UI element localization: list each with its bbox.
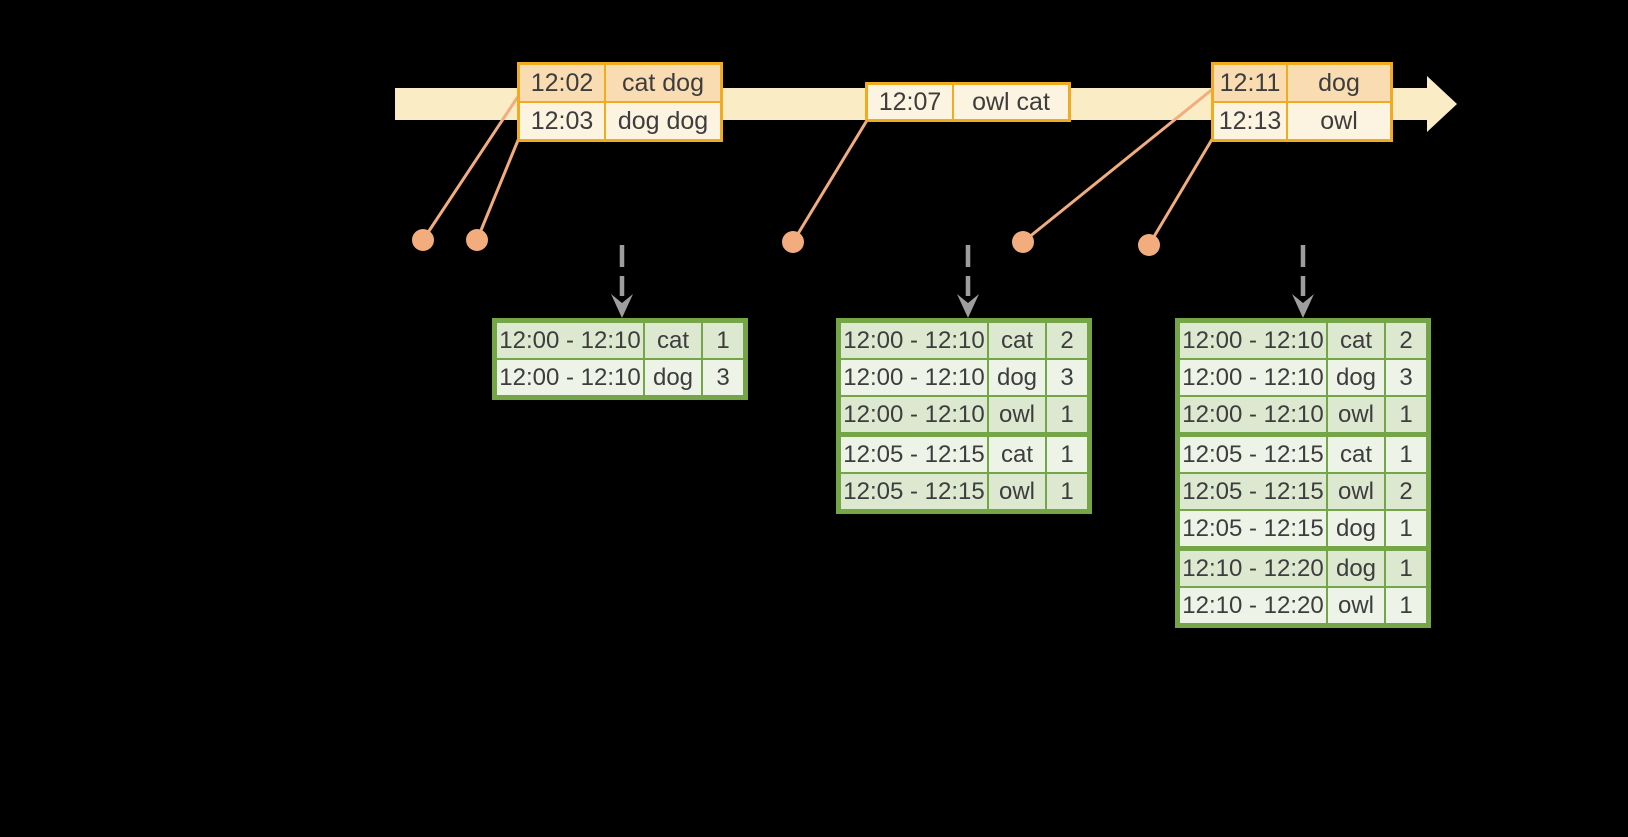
count-cell: 1 <box>1386 511 1426 546</box>
word-cell: dog <box>1328 360 1384 395</box>
count-cell: 1 <box>1047 437 1087 472</box>
count-cell: 2 <box>1386 474 1426 509</box>
arrow-down-icon <box>1292 294 1314 318</box>
event-connector-line <box>791 116 871 243</box>
count-cell: 2 <box>1386 323 1426 358</box>
word-cell: owl <box>1328 474 1384 509</box>
window-cell: 12:05 - 12:15 <box>1180 511 1326 546</box>
event-time-cell: 12:02 <box>520 65 604 101</box>
word-cell: cat <box>1328 437 1384 472</box>
word-cell: owl <box>989 474 1045 509</box>
event-dot <box>1012 231 1034 253</box>
window-cell: 12:00 - 12:10 <box>841 397 987 432</box>
window-cell: 12:05 - 12:15 <box>1180 474 1326 509</box>
arrow-down-icon <box>957 294 979 318</box>
count-cell: 1 <box>1386 551 1426 586</box>
count-cell: 1 <box>1047 474 1087 509</box>
count-cell: 1 <box>1386 397 1426 432</box>
word-cell: cat <box>989 323 1045 358</box>
trigger-arrow <box>1292 245 1314 318</box>
window-cell: 12:00 - 12:10 <box>841 360 987 395</box>
event-connector-line <box>1147 135 1216 246</box>
count-cell: 1 <box>703 323 743 358</box>
word-cell: owl <box>989 397 1045 432</box>
timeline-arrowhead-icon <box>1427 76 1457 132</box>
window-cell: 12:00 - 12:10 <box>841 323 987 358</box>
event-dot <box>1138 234 1160 256</box>
word-cell: owl <box>1328 588 1384 623</box>
window-cell: 12:00 - 12:10 <box>1180 360 1326 395</box>
event-connector-line <box>1022 86 1215 244</box>
window-cell: 12:05 - 12:15 <box>841 437 987 472</box>
word-cell: dog <box>645 360 701 395</box>
word-cell: owl <box>1328 397 1384 432</box>
count-cell: 3 <box>1047 360 1087 395</box>
window-cell: 12:05 - 12:15 <box>841 474 987 509</box>
event-dot <box>782 231 804 253</box>
word-cell: cat <box>645 323 701 358</box>
window-cell: 12:00 - 12:10 <box>497 360 643 395</box>
count-cell: 2 <box>1047 323 1087 358</box>
window-cell: 12:10 - 12:20 <box>1180 551 1326 586</box>
event-words-cell: dog <box>1288 65 1390 101</box>
count-cell: 3 <box>1386 360 1426 395</box>
event-time-cell: 12:03 <box>520 103 604 139</box>
count-cell: 1 <box>1047 397 1087 432</box>
trigger-arrow <box>957 245 979 318</box>
word-cell: cat <box>989 437 1045 472</box>
event-dot <box>466 229 488 251</box>
event-time-cell: 12:13 <box>1214 103 1286 139</box>
word-cell: cat <box>1328 323 1384 358</box>
window-cell: 12:10 - 12:20 <box>1180 588 1326 623</box>
event-words-cell: owl cat <box>954 85 1068 119</box>
window-cell: 12:00 - 12:10 <box>1180 323 1326 358</box>
trigger-arrow <box>611 245 633 318</box>
event-connector-line <box>421 91 523 241</box>
window-cell: 12:00 - 12:10 <box>1180 397 1326 432</box>
count-cell: 1 <box>1386 588 1426 623</box>
event-time-cell: 12:11 <box>1214 65 1286 101</box>
count-cell: 3 <box>703 360 743 395</box>
event-time-cell: 12:07 <box>868 85 952 119</box>
window-cell: 12:05 - 12:15 <box>1180 437 1326 472</box>
word-cell: dog <box>1328 551 1384 586</box>
event-words-cell: owl <box>1288 103 1390 139</box>
window-cell: 12:00 - 12:10 <box>497 323 643 358</box>
arrow-down-icon <box>611 294 633 318</box>
event-connector-line <box>475 132 523 241</box>
word-cell: dog <box>989 360 1045 395</box>
word-cell: dog <box>1328 511 1384 546</box>
event-dot <box>412 229 434 251</box>
event-words-cell: cat dog <box>606 65 720 101</box>
count-cell: 1 <box>1386 437 1426 472</box>
event-words-cell: dog dog <box>606 103 720 139</box>
